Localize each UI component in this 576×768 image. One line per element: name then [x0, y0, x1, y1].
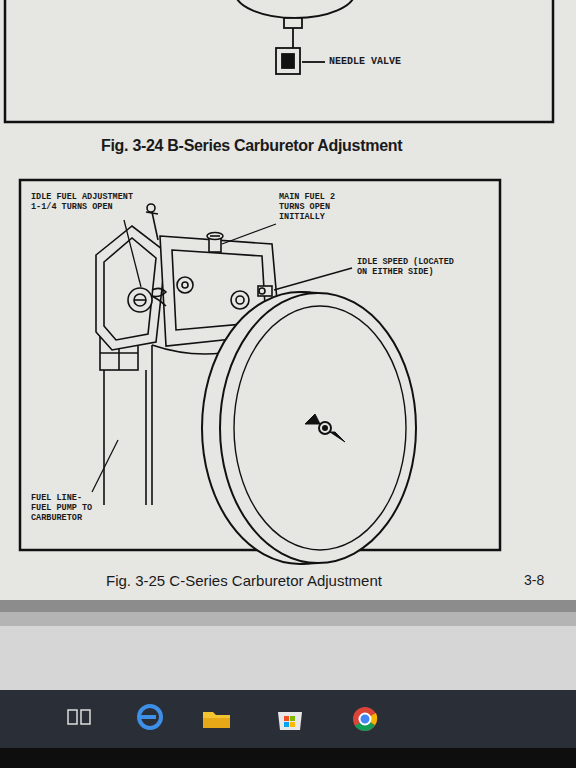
needle-valve-symbol-part — [284, 18, 302, 28]
taskbar-icons-part — [278, 712, 302, 730]
taskbar-icons-part — [353, 707, 377, 731]
idle-speed-screw — [258, 286, 272, 296]
callout-label: MAIN FUEL 2 TURNS OPEN INITIALLY — [278, 193, 344, 222]
needle-valve-symbol-part — [292, 28, 294, 48]
carburetor-body-part — [182, 282, 188, 288]
fuel-line-part — [100, 352, 138, 354]
taskbar-icons-part — [68, 710, 77, 724]
air-cleaner — [202, 292, 416, 564]
air-cleaner-part — [305, 414, 345, 442]
needle-valve-symbol-part — [302, 61, 325, 63]
needle-valve-symbol-part — [276, 48, 300, 74]
screen-background-part — [0, 612, 576, 626]
leader-lines-part — [124, 220, 141, 287]
idle-fuel-screw-part — [152, 288, 166, 306]
figure-caption: Fig. 3-24 B-Series Carburetor Adjustment — [100, 137, 403, 155]
taskbar-icons — [68, 706, 377, 731]
taskbar-icons-part — [138, 715, 156, 719]
idle-fuel-screw-part — [134, 294, 146, 306]
leader-lines-part — [274, 268, 352, 290]
taskbar-icons-part — [203, 718, 230, 728]
taskbar-icons-part — [284, 716, 289, 721]
idle-fuel-screw — [128, 288, 166, 312]
callout-label: FUEL LINE- FUEL PUMP TO CARBURETOR — [30, 494, 96, 523]
screen-background-part — [0, 690, 576, 748]
part-label: NEEDLE VALVE — [328, 56, 402, 68]
screen-background-part — [0, 748, 576, 768]
idle-speed-screw-part — [259, 288, 265, 294]
choke-flange-part — [104, 238, 156, 340]
b-series-frame — [5, 0, 553, 122]
main-fuel-screw-part — [207, 233, 223, 240]
idle-speed-screw-part — [258, 286, 272, 296]
idle-fuel-screw-part — [128, 288, 152, 312]
main-fuel-screw-part — [210, 235, 220, 237]
carburetor-body-part — [231, 291, 249, 309]
main-fuel-screw — [207, 233, 223, 253]
taskbar-icons-part — [290, 722, 295, 727]
fuel-line-part — [145, 370, 147, 505]
carburetor-body-part — [177, 277, 193, 293]
idle-fuel-screw-part — [134, 299, 146, 301]
screen-background-part — [0, 626, 576, 690]
callout-label: IDLE SPEED (LOCATED ON EITHER SIDE) — [356, 258, 457, 278]
leader-lines-part — [92, 440, 118, 492]
carburetor-body-part — [236, 296, 244, 304]
leader-lines-part — [146, 212, 158, 214]
leader-lines — [92, 212, 352, 492]
taskbar-icons-part — [284, 722, 289, 727]
choke-flange — [96, 226, 166, 350]
screen-background-part — [0, 600, 576, 612]
fuel-line — [100, 336, 146, 505]
needle-valve-symbol — [276, 18, 325, 74]
screen-background-part — [0, 0, 576, 600]
b-series-frame-part — [235, 0, 355, 18]
fuel-bowl-part — [151, 345, 153, 505]
air-cleaner-part — [220, 293, 416, 563]
carburetor-body-part — [147, 204, 155, 212]
fuel-line-part — [103, 370, 105, 505]
carburetor-body-part — [152, 212, 158, 240]
b-series-frame-part — [5, 0, 553, 122]
air-cleaner-part — [323, 426, 327, 430]
figure-caption: Fig. 3-25 C-Series Carburetor Adjustment — [105, 572, 383, 589]
taskbar-icons-part — [360, 714, 371, 725]
taskbar-icons-part — [203, 712, 230, 728]
needle-valve-symbol-part — [282, 54, 294, 68]
air-cleaner-part — [319, 422, 331, 434]
callout-label: IDLE FUEL ADJUSTMENT 1-1/4 TURNS OPEN — [30, 193, 139, 213]
taskbar-icons-part — [139, 706, 161, 728]
taskbar-icons-part — [290, 716, 295, 721]
leader-lines-part — [222, 224, 276, 244]
page-number: 3-8 — [523, 572, 545, 588]
air-cleaner-part — [234, 306, 406, 550]
choke-flange-part — [96, 226, 166, 350]
taskbar-icons-part — [81, 710, 90, 724]
